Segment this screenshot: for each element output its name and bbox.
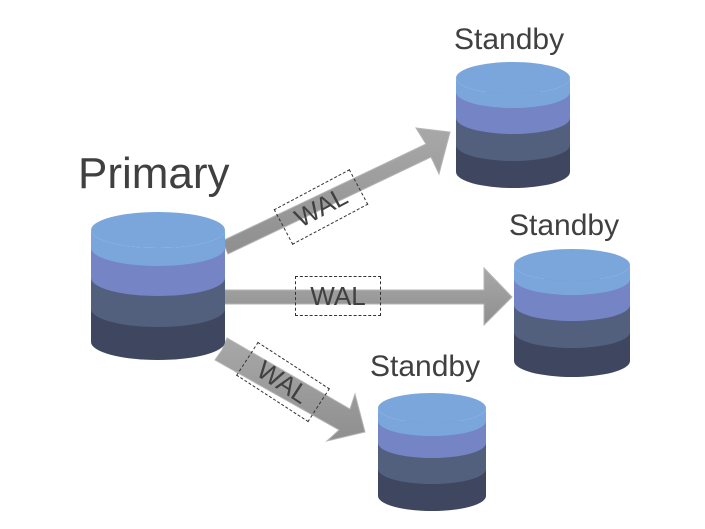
arrows: [214, 127, 513, 442]
wal-tag-middle: WAL: [295, 276, 381, 316]
standby-label-bottom: Standby: [370, 350, 481, 383]
arrow-to-standby-top: [221, 127, 451, 255]
arrow-to-standby-middle: [221, 266, 513, 327]
standby-label-top: Standby: [454, 23, 565, 56]
standby-database-icon-bottom: [378, 393, 486, 511]
standby-database-icon-top: [456, 62, 570, 188]
standby-database-icon-middle: [514, 249, 630, 377]
arrow-to-standby-bottom: [214, 337, 366, 442]
standby-label-middle: Standby: [509, 209, 620, 242]
primary-label: Primary: [78, 149, 230, 198]
primary-database-icon: [91, 212, 225, 360]
